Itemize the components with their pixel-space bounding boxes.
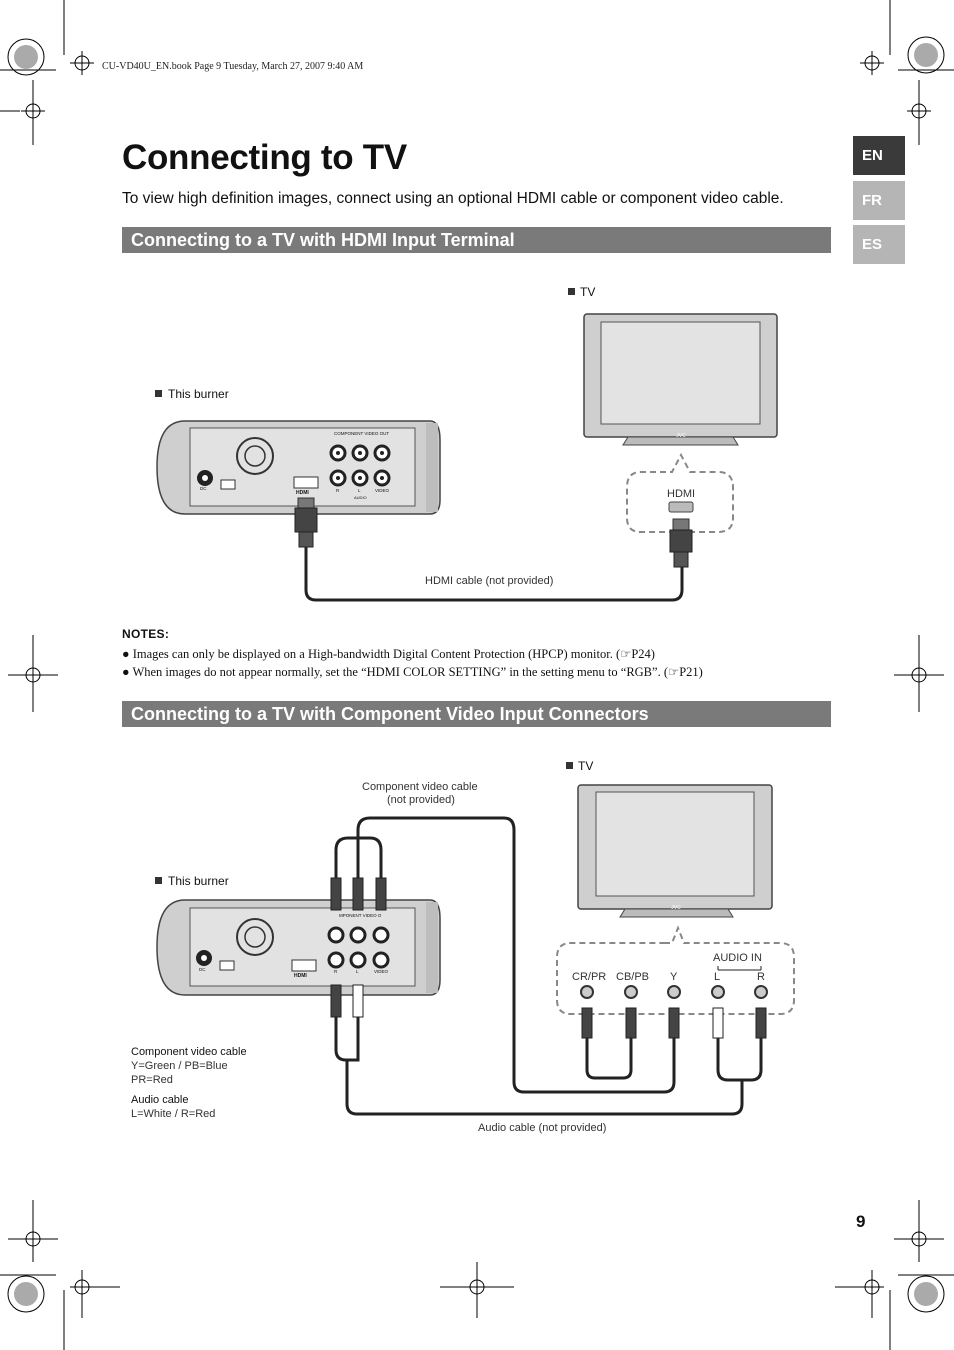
section-heading-component: Connecting to a TV with Component Video … (122, 701, 831, 727)
note-item-1-text: Images can only be displayed on a High-b… (132, 647, 655, 661)
jack-label-l: L (714, 971, 721, 983)
audio-cable-label: Audio cable (not provided) (478, 1122, 607, 1134)
burner2-video-label: VIDEO (374, 969, 389, 974)
audio-in-label: AUDIO IN (713, 952, 762, 964)
note-item-2: ● When images do not appear normally, se… (122, 665, 703, 679)
note-item-2-text: When images do not appear normally, set … (132, 665, 703, 679)
jack-label-cr-pr: CR/PR (572, 971, 607, 983)
burner-video-label: VIDEO (375, 488, 390, 493)
tv-label-2: TV (578, 759, 594, 773)
burner2-component-out-label: MPONENT VIDEO O (339, 913, 382, 918)
page-number: 9 (856, 1212, 866, 1231)
burner2-r-label: R (334, 969, 338, 974)
hdmi-port-label: HDMI (667, 488, 696, 500)
page-title: Connecting to TV (122, 138, 407, 177)
notes-title: NOTES: (122, 627, 170, 641)
burner-r-label: R (336, 488, 340, 493)
burner-hdmi-logo: HDMI (296, 490, 309, 496)
legend-audio-title: Audio cable (131, 1094, 189, 1106)
burner-label-2: This burner (168, 874, 229, 888)
section-heading-hdmi: Connecting to a TV with HDMI Input Termi… (122, 227, 831, 253)
svg-text:JVC: JVC (671, 905, 681, 911)
intro-text: To view high definition images, connect … (122, 190, 784, 207)
burner-audio-label: AUDIO (354, 495, 367, 500)
hdmi-cable-label: HDMI cable (not provided) (425, 575, 554, 587)
burner2-dc-label: DC (199, 967, 206, 972)
legend-audio-line1: L=White / R=Red (131, 1108, 216, 1120)
tv-illustration-2: JVC (577, 784, 773, 918)
jack-label-r: R (757, 971, 765, 983)
lang-tab-es[interactable]: ES (853, 225, 905, 264)
burner2-l-label: L (356, 969, 359, 974)
burner-illustration (156, 420, 441, 515)
legend-component-line1: Y=Green / PB=Blue (131, 1060, 228, 1072)
tv-illustration: JVC (583, 313, 778, 446)
jack-label-cb-pb: CB/PB (616, 971, 650, 983)
component-cable-label-1: Component video cable (362, 781, 478, 793)
note-item-1: ● Images can only be displayed on a High… (122, 647, 655, 661)
burner-dc-label: DC (200, 486, 207, 491)
jack-label-y: Y (670, 971, 678, 983)
svg-text:JVC: JVC (676, 433, 686, 439)
lang-tab-en[interactable]: EN (853, 136, 905, 175)
burner-label: This burner (168, 387, 229, 401)
legend-component-title: Component video cable (131, 1046, 247, 1058)
tv-label: TV (580, 285, 596, 299)
legend-component-line2: PR=Red (131, 1074, 173, 1086)
burner-l-label: L (358, 488, 361, 493)
burner-illustration-2 (156, 899, 441, 996)
register-target-icon (7, 38, 45, 76)
print-header: CU-VD40U_EN.book Page 9 Tuesday, March 2… (102, 61, 364, 72)
burner-component-out-label: COMPONENT VIDEO OUT (334, 431, 390, 436)
lang-tab-fr[interactable]: FR (853, 181, 905, 220)
burner2-hdmi-logo: HDMI (294, 973, 307, 979)
cable-legend: Component video cable Y=Green / PB=Blue … (131, 1045, 247, 1121)
component-cable-label-2: (not provided) (387, 794, 455, 806)
